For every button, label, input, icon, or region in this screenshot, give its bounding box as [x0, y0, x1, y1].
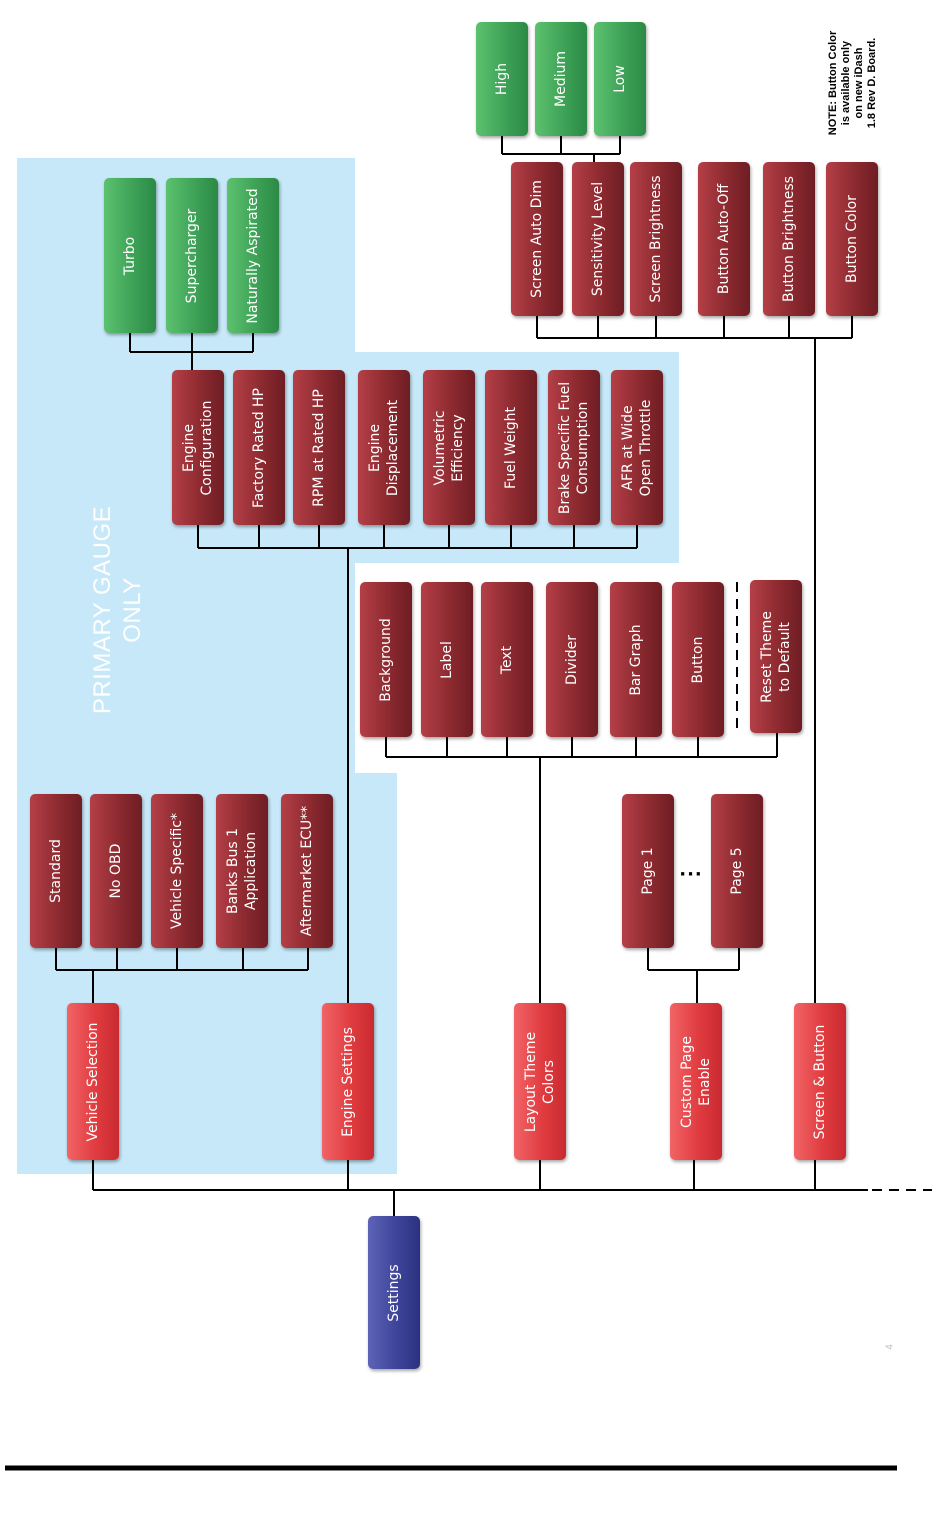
page-number: 4 [884, 1344, 896, 1350]
theme-option-background[interactable]: Background [360, 582, 412, 737]
sensitivity-medium[interactable]: Medium [535, 22, 587, 136]
vehicle-option-banks-bus-1[interactable]: Banks Bus 1 Application [216, 794, 268, 948]
vehicle-selection-node[interactable]: Vehicle Selection [67, 1003, 119, 1160]
screen-option-button-brightness[interactable]: Button Brightness [763, 162, 815, 316]
vehicle-option-no-obd[interactable]: No OBD [90, 794, 142, 948]
engine-option-rpm-at-rated-hp[interactable]: RPM at Rated HP [293, 370, 345, 525]
button-color-note: NOTE: Button Color is available only on … [827, 30, 878, 136]
theme-option-label[interactable]: Label [421, 582, 473, 737]
engine-config-supercharger[interactable]: Supercharger [166, 178, 218, 333]
theme-option-bar-graph[interactable]: Bar Graph [610, 582, 662, 737]
engine-option-brake-specific-fuel[interactable]: Brake Specific Fuel Consumption [548, 370, 600, 525]
screen-button-node[interactable]: Screen & Button [794, 1003, 846, 1160]
engine-option-volumetric-efficiency[interactable]: Volumetric Efficiency [423, 370, 475, 525]
vehicle-option-aftermarket-ecu[interactable]: Aftermarket ECU** [281, 794, 333, 948]
theme-option-divider[interactable]: Divider [546, 582, 598, 737]
custom-page-enable-node[interactable]: Custom Page Enable [670, 1003, 722, 1160]
screen-option-sensitivity-level[interactable]: Sensitivity Level [572, 162, 624, 316]
engine-option-fuel-weight[interactable]: Fuel Weight [485, 370, 537, 525]
vehicle-option-vehicle-specific[interactable]: Vehicle Specific* [151, 794, 203, 948]
custom-page-1[interactable]: Page 1 [622, 794, 674, 948]
screen-option-screen-brightness[interactable]: Screen Brightness [630, 162, 682, 316]
screen-option-auto-dim[interactable]: Screen Auto Dim [511, 162, 563, 316]
vehicle-option-standard[interactable]: Standard [30, 794, 82, 948]
settings-node[interactable]: Settings [368, 1216, 420, 1369]
theme-option-reset-theme[interactable]: Reset Theme to Default [750, 580, 802, 733]
layout-theme-colors-node[interactable]: Layout Theme Colors [514, 1003, 566, 1160]
pages-ellipsis: ... [679, 859, 703, 881]
engine-option-afr-wide-open-throttle[interactable]: AFR at Wide Open Throttle [611, 370, 663, 525]
sensitivity-high[interactable]: High [476, 22, 528, 136]
engine-settings-node[interactable]: Engine Settings [322, 1003, 374, 1160]
sensitivity-low[interactable]: Low [594, 22, 646, 136]
screen-option-button-color[interactable]: Button Color [826, 162, 878, 316]
engine-option-engine-configuration[interactable]: Engine Configuration [172, 370, 224, 525]
engine-config-naturally-aspirated[interactable]: Naturally Aspirated [227, 178, 279, 333]
theme-option-button[interactable]: Button [672, 582, 724, 737]
screen-option-button-auto-off[interactable]: Button Auto-Off [698, 162, 750, 316]
engine-config-turbo[interactable]: Turbo [104, 178, 156, 333]
custom-page-5[interactable]: Page 5 [711, 794, 763, 948]
engine-option-engine-displacement[interactable]: Engine Displacement [358, 370, 410, 525]
engine-option-factory-rated-hp[interactable]: Factory Rated HP [233, 370, 285, 525]
theme-option-text[interactable]: Text [481, 582, 533, 737]
